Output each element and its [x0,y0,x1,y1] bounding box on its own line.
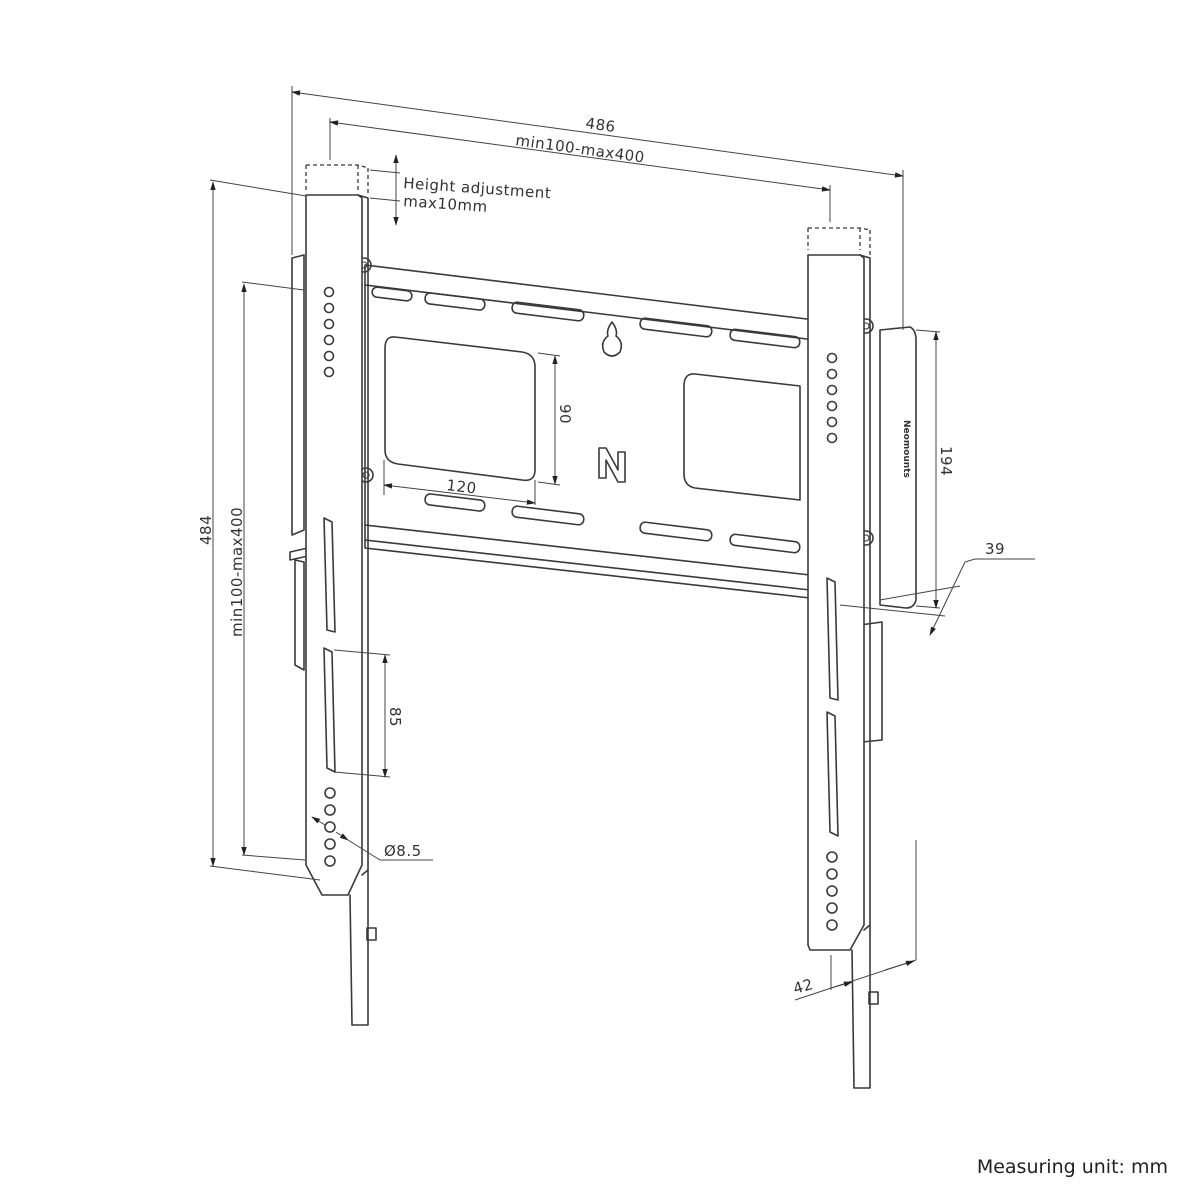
svg-text:85: 85 [386,707,404,727]
adjustment-holes-upper-right [826,352,838,444]
svg-text:min100-max400: min100-max400 [514,131,645,166]
wall-plate [356,257,874,599]
svg-text:194: 194 [937,446,955,476]
screw-icons [356,257,874,546]
svg-text:90: 90 [556,404,574,424]
svg-text:max10mm: max10mm [403,192,489,216]
adjustment-holes-lower-left [324,787,336,867]
svg-text:120: 120 [446,476,478,497]
svg-text:484: 484 [197,515,215,545]
keyhole-icon [601,321,623,357]
svg-text:39: 39 [985,540,1005,558]
vesa-cutout-left [384,336,536,482]
svg-text:42: 42 [791,975,815,998]
right-vertical-arm: Neomounts [807,227,917,1089]
mounting-slots-bottom [424,493,801,554]
dimension-hole-diameter: Ø8.5 [311,816,433,861]
brand-logo-icon [598,447,626,483]
dimension-vesa-vertical: 90 [537,352,574,486]
dimension-wall-plate-height: 194 [915,329,955,609]
adjustment-holes-upper-left [323,286,335,378]
mounting-slots-top [371,286,801,349]
adjustment-holes-lower-right [826,851,838,931]
dimension-arm-depth: 42 [791,840,917,1001]
dimension-vesa-horizontal: 120 [383,460,536,505]
measuring-unit-note: Measuring unit: mm [976,1156,1168,1178]
vesa-cutout-right [683,373,801,501]
dimension-wall-distance: 39 [839,540,1035,636]
side-bracket-brand-text: Neomounts [901,420,911,478]
dimension-height-adjustment: Height adjustment max10mm [369,154,552,226]
left-vertical-arm [289,164,377,1026]
dimension-total-height: 484 [197,179,321,881]
dimension-adjustable-height: min100-max400 [228,281,306,861]
svg-text:min100-max400: min100-max400 [228,507,246,637]
dimension-slot-spacing: 85 [333,649,404,778]
svg-text:Ø8.5: Ø8.5 [384,842,422,860]
